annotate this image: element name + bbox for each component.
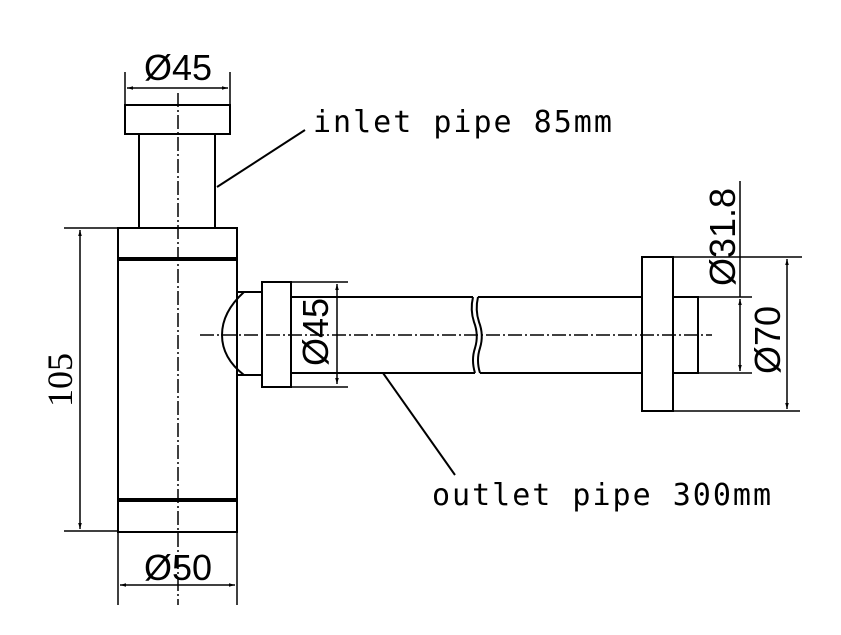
dim-wall-pipe: Ø31.8 bbox=[702, 188, 743, 286]
wall-pipe-dimension: Ø31.8 bbox=[698, 181, 752, 374]
outlet-label: outlet pipe 300mm bbox=[432, 478, 773, 513]
wall-flange bbox=[641, 256, 699, 412]
inlet-cap-dimension: Ø45 bbox=[124, 47, 231, 105]
outlet-leader-line bbox=[382, 372, 456, 476]
flange-dimension: Ø70 bbox=[673, 256, 802, 412]
dim-outlet-diameter: Ø45 bbox=[295, 298, 336, 366]
dim-flange: Ø70 bbox=[747, 306, 788, 374]
inlet-leader-line bbox=[216, 129, 306, 188]
body-height-dimension: 105 bbox=[40, 227, 118, 532]
dim-inlet-cap: Ø45 bbox=[144, 47, 212, 88]
dim-body-height: 105 bbox=[40, 353, 80, 407]
inlet-label: inlet pipe 85mm bbox=[313, 105, 614, 140]
outlet-diameter-dimension: Ø45 bbox=[291, 281, 348, 388]
